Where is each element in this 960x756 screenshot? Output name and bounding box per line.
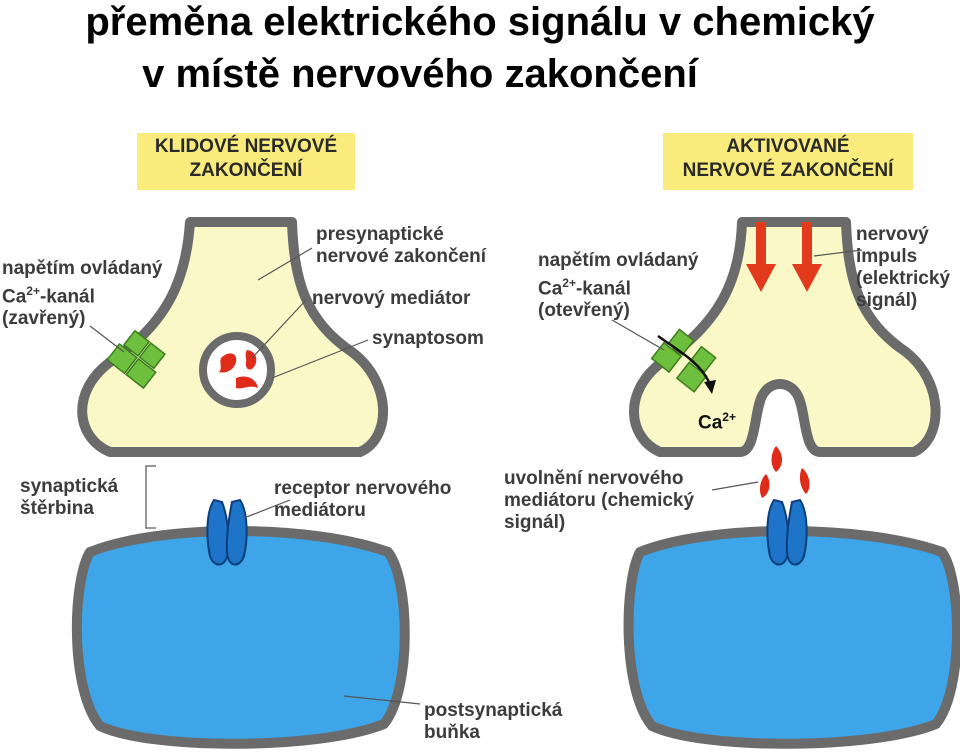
ca-ion-text: Ca2+ — [698, 406, 736, 434]
released-mediator — [759, 474, 770, 498]
open-channel-line1: napětím ovládaný — [538, 250, 699, 271]
open-channel-sup: 2+ — [562, 276, 576, 290]
right-receptor — [766, 498, 808, 566]
postsynaptic-label-line1: postsynaptická — [424, 700, 563, 721]
closed-channel-line1: napětím ovládaný — [2, 258, 163, 279]
cleft-label-line1: synaptická — [20, 476, 119, 497]
ca-influx-arrow — [657, 334, 712, 385]
resting-banner-line1: KLIDOVÉ NERVOVÉ — [154, 136, 338, 157]
cleft-bracket — [145, 465, 156, 529]
presynaptic-label-line2: nervové zakončení — [316, 246, 487, 267]
open-channel-label: napětím ovládaný Ca2+-kanál (otevřený) — [538, 250, 699, 322]
cleft-label-line2: štěrbina — [20, 498, 94, 519]
mediator-droplet — [245, 350, 257, 370]
release-label-line1: uvolnění nervového — [504, 468, 684, 489]
open-channel-rest: -kanál — [575, 278, 631, 300]
activated-banner-line2: NERVOVÉ ZAKONČENÍ — [682, 160, 894, 181]
postsynaptic-label: postsynaptická buňka — [424, 700, 562, 744]
impulse-label-line4: signál) — [856, 290, 918, 311]
activated-banner-line1: AKTIVOVANÉ — [726, 136, 850, 157]
leader-lines — [89, 247, 863, 705]
release-label-line2: mediátoru (chemický — [504, 490, 695, 511]
ca-ion-ca: Ca — [698, 412, 723, 434]
impulse-arrow — [746, 222, 776, 292]
presynaptic-label-line1: presynaptické — [316, 224, 444, 245]
left-ca-channel-closed — [106, 329, 166, 390]
resting-banner-line2: ZAKONČENÍ — [189, 160, 303, 181]
left-synaptosome — [199, 332, 275, 408]
closed-channel-sup: 2+ — [26, 284, 40, 298]
released-mediator — [799, 468, 810, 494]
release-label-line3: signál) — [504, 512, 566, 533]
impulse-label-line3: (elektrický — [856, 268, 951, 289]
receptor-label-line2: mediátoru — [274, 500, 366, 521]
impulse-label-line1: nervový — [856, 224, 929, 245]
mediator-label-text: nervový mediátor — [312, 288, 471, 309]
title-line-2: v místě nervového zakončení — [142, 52, 698, 96]
resting-banner: KLIDOVÉ NERVOVÉ ZAKONČENÍ — [137, 133, 355, 190]
closed-channel-line3: (zavřený) — [2, 308, 86, 330]
open-channel-ca: Ca — [538, 278, 563, 300]
postsynaptic-label-line2: buňka — [424, 722, 480, 743]
synaptosome-label: synaptosom — [372, 328, 484, 350]
closed-channel-label: napětím ovládaný Ca2+-kanál (zavřený) — [2, 258, 163, 330]
released-mediator — [771, 446, 782, 472]
impulse-arrow — [792, 222, 822, 292]
activated-banner: AKTIVOVANÉ NERVOVÉ ZAKONČENÍ — [663, 133, 913, 190]
release-label: uvolnění nervového mediátoru (chemický s… — [504, 468, 694, 534]
closed-channel-line2: Ca2+-kanál — [2, 280, 163, 308]
synaptosome-label-text: synaptosom — [372, 328, 484, 349]
mediator-droplet — [236, 376, 258, 389]
receptor-label: receptor nervového mediátoru — [274, 478, 451, 522]
right-postsynaptic-cell — [623, 526, 960, 749]
left-receptor — [206, 498, 248, 566]
title-line-1: přeměna elektrického signálu v chemický — [85, 0, 875, 44]
closed-channel-rest: -kanál — [39, 286, 95, 308]
ca-influx-arrowhead — [704, 380, 716, 394]
ca-ion-label: Ca2+ — [698, 406, 736, 434]
closed-channel-ca: Ca — [2, 286, 27, 308]
presynaptic-label: presynaptické nervové zakončení — [316, 224, 486, 268]
cleft-label: synaptická štěrbina — [20, 476, 118, 520]
open-channel-line3: (otevřený) — [538, 300, 630, 322]
impulse-label: nervový impuls (elektrický signál) — [856, 224, 950, 312]
mediator-droplet — [219, 353, 237, 373]
ca-ion-sup: 2+ — [722, 410, 736, 424]
receptor-label-line1: receptor nervového — [274, 478, 452, 499]
impulse-label-line2: impuls — [856, 246, 918, 267]
left-postsynaptic-cell — [71, 526, 410, 749]
mediator-label: nervový mediátor — [312, 288, 470, 310]
open-channel-line2: Ca2+-kanál — [538, 272, 699, 300]
